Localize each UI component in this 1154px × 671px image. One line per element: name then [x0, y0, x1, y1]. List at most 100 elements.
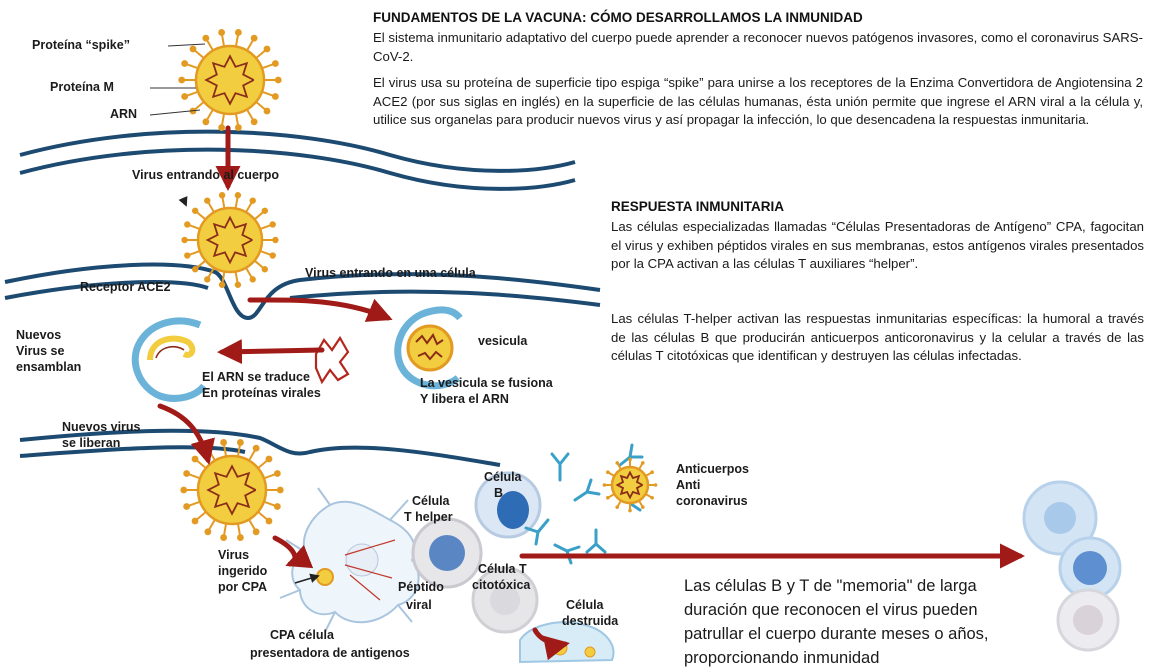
- label-t-helper-2: T helper: [404, 510, 453, 525]
- body-membrane: [20, 132, 575, 189]
- spike-tip: [275, 77, 282, 84]
- spike-tip: [251, 118, 258, 125]
- spike-tip: [277, 487, 284, 494]
- spike-tip: [219, 192, 225, 198]
- spike-tip: [264, 108, 271, 115]
- spike-tip: [184, 252, 190, 258]
- spike-tip: [192, 518, 199, 525]
- spike-tip: [266, 456, 273, 463]
- label-arn: ARN: [110, 107, 137, 122]
- spike-tip: [650, 470, 654, 474]
- spike-tip: [603, 483, 607, 487]
- label-released-2: se liberan: [62, 436, 120, 451]
- memory-line-2: duración que reconocen el virus pueden: [684, 598, 978, 622]
- spike-tip: [274, 470, 281, 477]
- spike-tip: [219, 282, 225, 288]
- spike-tip: [641, 461, 645, 465]
- spike-tip: [264, 46, 271, 53]
- free-rna: [316, 338, 348, 382]
- spike-tip: [262, 266, 268, 272]
- spike-tip: [202, 35, 209, 42]
- label-protein-m: Proteína M: [50, 80, 114, 95]
- memory-cells: [1024, 482, 1120, 650]
- spike-tip: [251, 35, 258, 42]
- header-paragraph-1: El sistema inmunitario adaptativo del cu…: [373, 29, 1143, 66]
- spike-tip: [266, 518, 273, 525]
- spike-tip: [190, 46, 197, 53]
- spike-tip: [235, 282, 241, 288]
- spike-tip: [237, 534, 244, 541]
- spike-tip: [606, 496, 610, 500]
- spike-tip: [615, 461, 619, 465]
- spike-tip: [183, 470, 190, 477]
- spike-tip: [192, 266, 198, 272]
- label-new-viruses-2: Virus se: [16, 344, 64, 359]
- spike-tip: [192, 456, 199, 463]
- spike-tip: [253, 445, 260, 452]
- label-translate-1: El ARN se traduce: [202, 370, 310, 385]
- spike-tip: [641, 505, 645, 509]
- spike-tip: [178, 77, 185, 84]
- label-entering-cell: Virus entrando en una célula: [305, 266, 476, 281]
- spike-tip: [183, 503, 190, 510]
- label-ingested-2: ingerido: [218, 564, 267, 579]
- spike-tip: [274, 503, 281, 510]
- virus-particle-entering: [181, 192, 278, 288]
- header-title: FUNDAMENTOS DE LA VACUNA: CÓMO DESARROLL…: [373, 10, 863, 26]
- spike-tip: [272, 237, 278, 243]
- spike-tip: [269, 221, 275, 227]
- label-cpa-1: CPA célula: [270, 628, 334, 643]
- spike-tip: [250, 276, 256, 282]
- spike-tip: [180, 487, 187, 494]
- spike-tip: [202, 118, 209, 125]
- label-antibodies-2: Anti: [676, 478, 700, 493]
- label-b-cell-1: Célula: [484, 470, 522, 485]
- label-fuse-1: La vesicula se fusiona: [420, 376, 553, 391]
- memory-line-4: proporcionando inmunidad: [684, 646, 879, 670]
- label-cpa-2: presentadora de antigenos: [250, 646, 410, 661]
- label-new-viruses-1: Nuevos: [16, 328, 61, 343]
- spike-tip: [218, 29, 225, 36]
- label-t-cyto-1: Célula T: [478, 562, 527, 577]
- spike-tip: [184, 221, 190, 227]
- vesicle-right: [398, 310, 460, 386]
- label-released-1: Nuevos virus: [62, 420, 141, 435]
- spike-tip: [235, 29, 242, 36]
- response-title: RESPUESTA INMUNITARIA: [611, 199, 784, 215]
- label-destroyed-2: destruida: [562, 614, 618, 629]
- label-ingested-1: Virus: [218, 548, 249, 563]
- memory-line-1: Las células B y T de "memoria" de larga: [684, 574, 977, 598]
- spike-tip: [262, 208, 268, 214]
- label-t-helper-1: Célula: [412, 494, 450, 509]
- label-b-cell-2: B: [494, 486, 503, 501]
- label-vesicle: vesicula: [478, 334, 527, 349]
- label-peptide-1: Péptido: [398, 580, 444, 595]
- spike-tip: [606, 470, 610, 474]
- spike-tip: [628, 509, 632, 513]
- label-antibodies-3: coronavirus: [676, 494, 748, 509]
- spike-tip: [628, 458, 632, 462]
- memory-line-3: patrullar el cuerpo durante meses o años…: [684, 622, 989, 646]
- spike-tip: [269, 252, 275, 258]
- spike-tip: [250, 197, 256, 203]
- label-t-cyto-2: citotóxica: [472, 578, 530, 593]
- vesicle-left: [135, 321, 204, 398]
- spike-tip: [181, 60, 188, 67]
- spike-tip: [218, 124, 225, 131]
- spike-tip: [181, 237, 187, 243]
- spike-tip: [204, 276, 210, 282]
- response-paragraph-1: Las células especializadas llamadas “Cél…: [611, 218, 1144, 274]
- spike-tip: [181, 93, 188, 100]
- label-ingested-3: por CPA: [218, 580, 267, 595]
- spike-tip: [220, 439, 227, 446]
- spike-tip: [272, 60, 279, 67]
- spike-tip: [253, 528, 260, 535]
- spike-tip: [615, 505, 619, 509]
- label-receptor: Receptor ACE2: [80, 280, 171, 295]
- spike-tip: [235, 124, 242, 131]
- response-paragraph-2: Las células T-helper activan las respues…: [611, 310, 1144, 366]
- spike-tip: [220, 534, 227, 541]
- spike-tip: [204, 528, 211, 535]
- label-destroyed-1: Célula: [566, 598, 604, 613]
- label-fuse-2: Y libera el ARN: [420, 392, 509, 407]
